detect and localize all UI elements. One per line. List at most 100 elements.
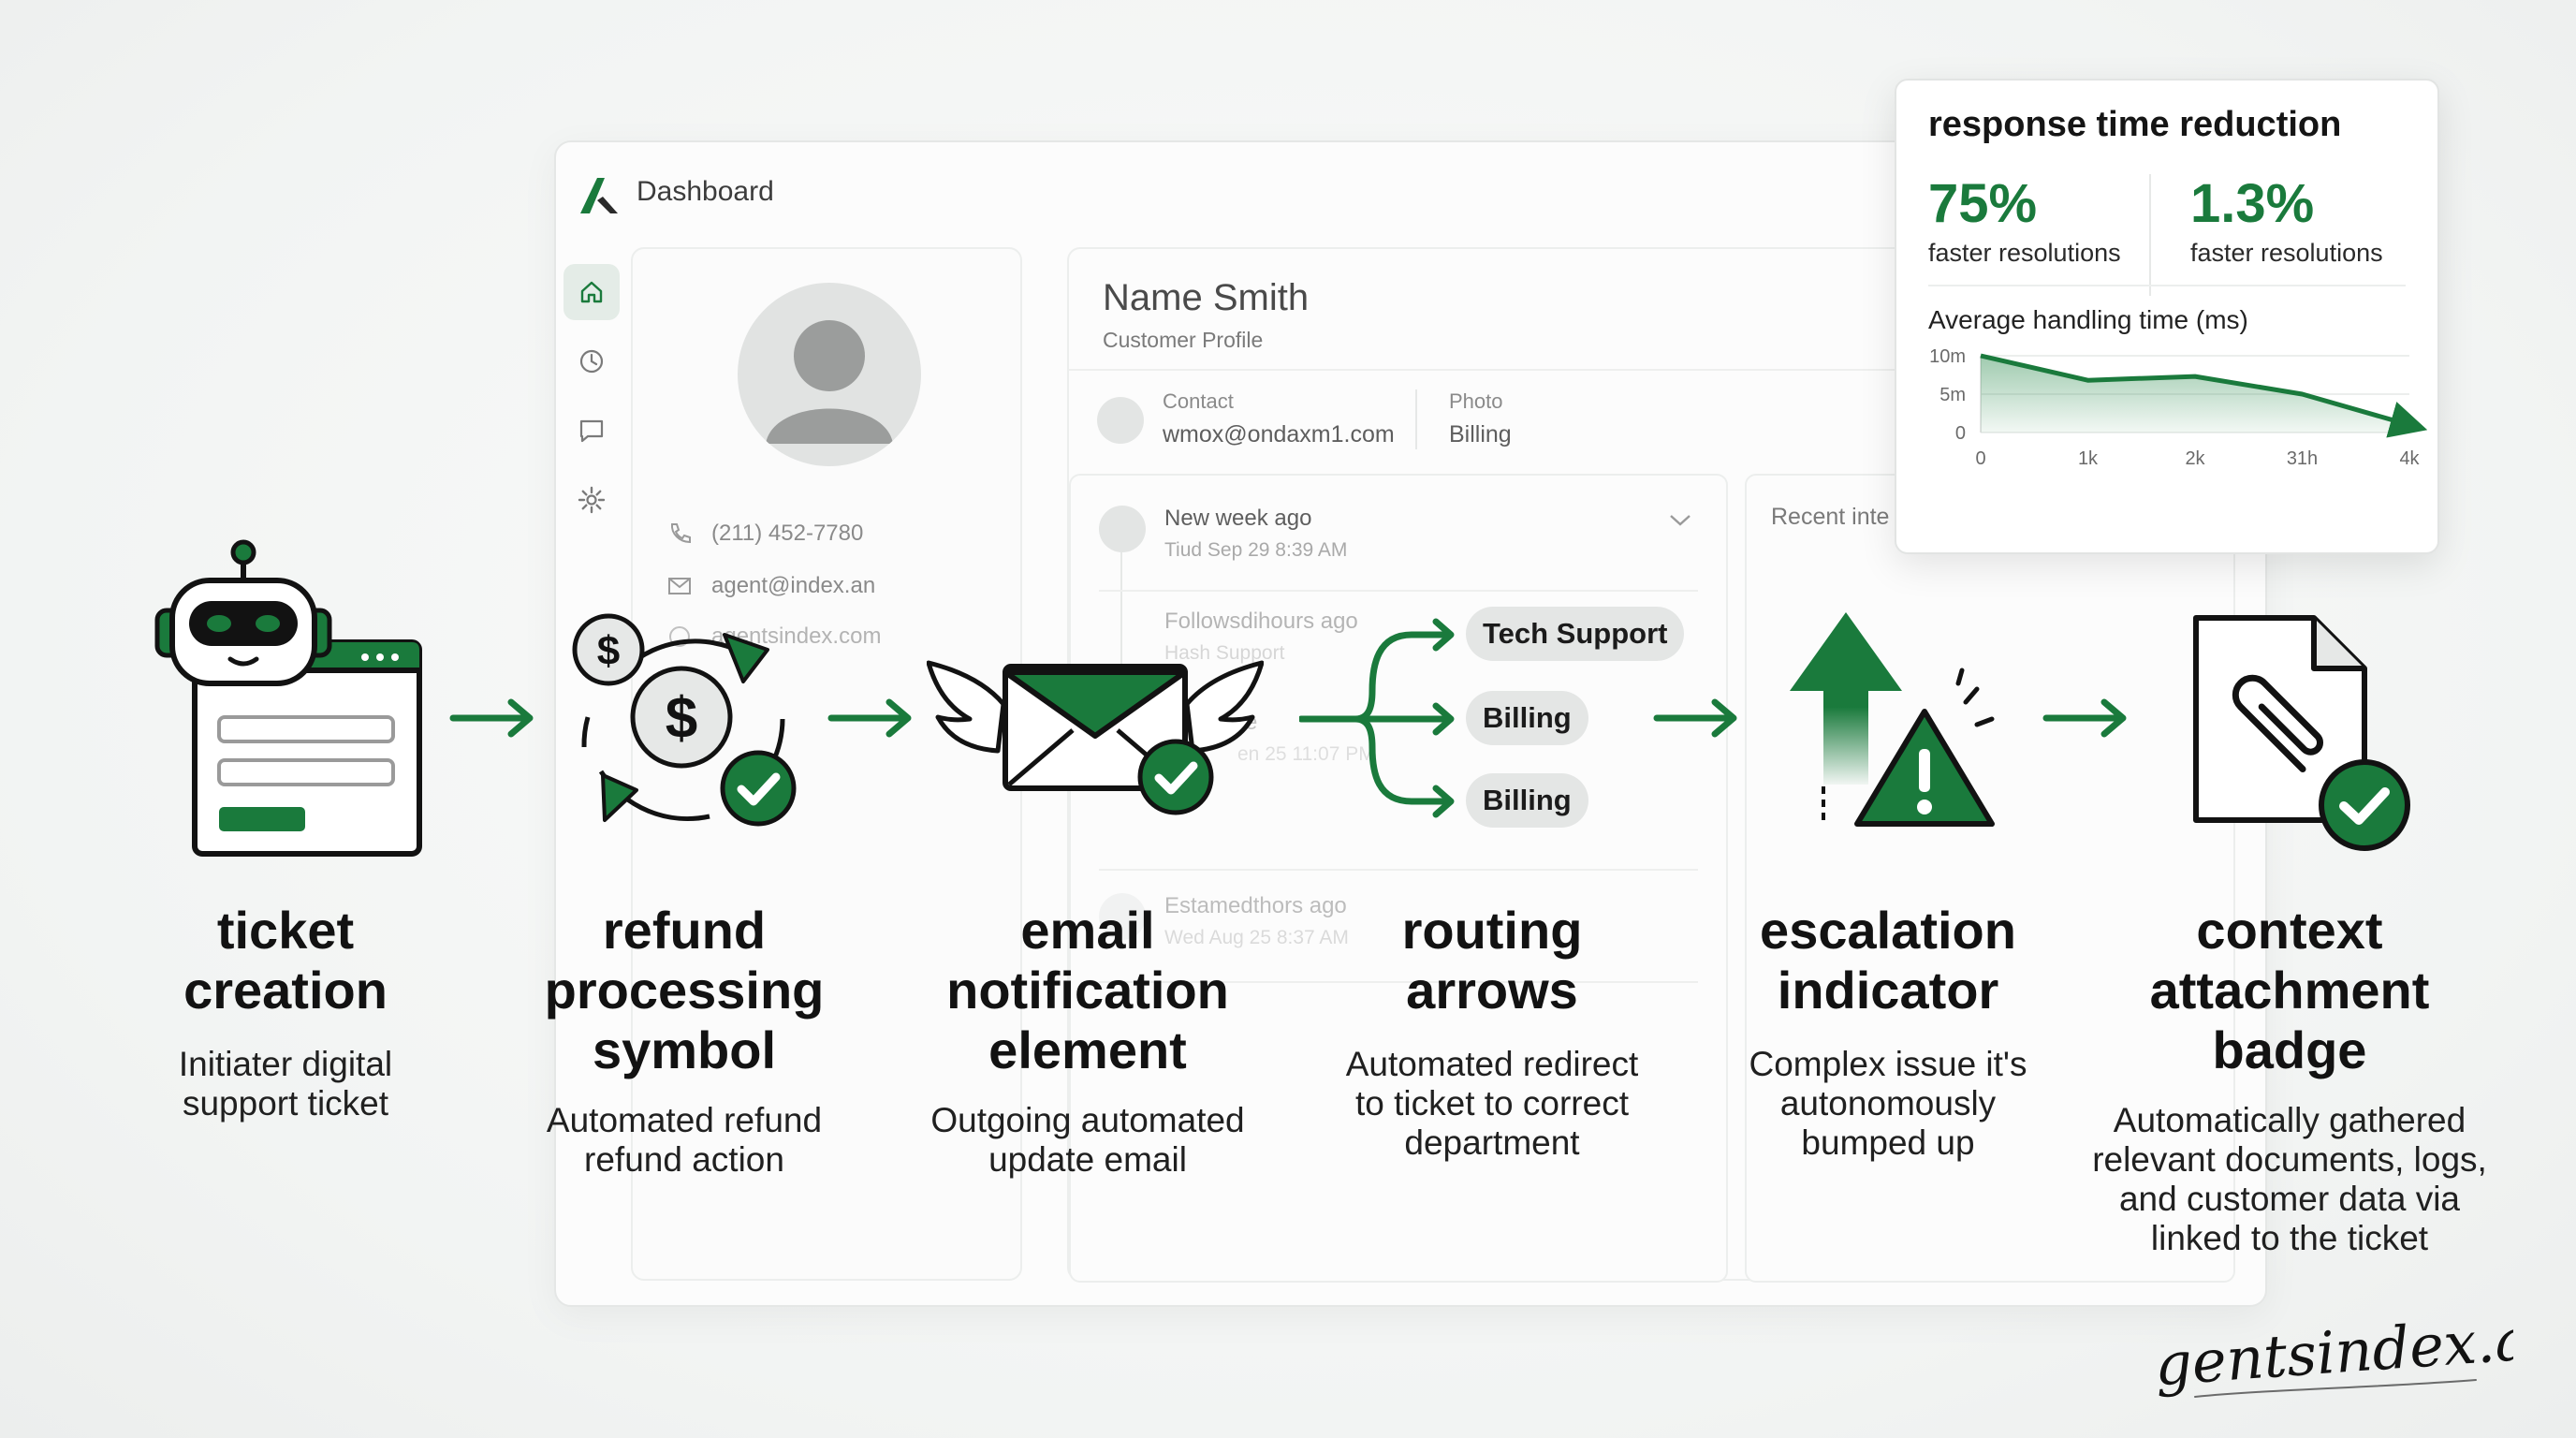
contact-value: wmox@ondaxm1.com: [1163, 421, 1395, 448]
y-tick-label: 0: [1955, 423, 1966, 444]
customer-subtitle: Customer Profile: [1103, 328, 1264, 352]
robot-ticket-icon: [154, 539, 422, 857]
phone-line: (211) 452-7780: [666, 521, 863, 547]
email-address: agent@index.an: [711, 573, 876, 598]
x-tick-label: 1k: [2078, 448, 2099, 469]
feed-title: Followsdihours ago: [1164, 609, 1358, 634]
user-silhouette-icon: [766, 320, 893, 444]
flow-arrow-icon: [827, 698, 912, 738]
chart-area: [1981, 356, 2409, 433]
brand-signature: agentsindex.ai: [2158, 1303, 2513, 1401]
routing-arrows-icon: [1299, 618, 1455, 818]
globe-icon: [669, 626, 690, 647]
photo-label: Photo: [1449, 389, 1503, 413]
route-tag-billing[interactable]: Billing: [1466, 773, 1588, 828]
divider: [1415, 389, 1417, 449]
gear-icon: [578, 486, 606, 514]
handling-time-chart: 0 5m 10m 0 1k 2k 31h 4k: [1929, 346, 2428, 469]
paperclip-icon: [2232, 674, 2323, 772]
metric-2: 1.3% faster resolutions: [2190, 172, 2383, 268]
home-icon: [580, 281, 603, 303]
feed-subtitle: Hash Support: [1164, 642, 1285, 664]
phone-number: (211) 452-7780: [711, 521, 864, 546]
customer-card: Name Smith Customer Profile Contact wmox…: [1067, 247, 2235, 1283]
nav-messages[interactable]: [564, 403, 620, 459]
svg-text:$: $: [666, 686, 697, 751]
feed-item[interactable]: Estamedthors ago Wed Aug 25 8:37 AM: [1099, 893, 1349, 949]
chart-title: Average handling time (ms): [1928, 305, 2248, 334]
app-logo-icon: [580, 178, 618, 213]
route-tag-billing[interactable]: Billing: [1466, 691, 1588, 745]
divider: [1099, 869, 1698, 871]
attachment-document-icon: [2193, 615, 2410, 851]
recent-interactions-card: Recent inte: [1745, 474, 2235, 1283]
x-tick-label: 4k: [2399, 448, 2420, 469]
feed-avatar: [1099, 893, 1146, 940]
nav-settings[interactable]: [564, 472, 620, 528]
chevron-down-icon[interactable]: [1668, 513, 1692, 528]
flow-arrow-icon: [2042, 698, 2127, 738]
refund-cycle-icon: $ $: [572, 613, 797, 827]
metric-label: faster resolutions: [1928, 239, 2121, 267]
route-tag-tech-support[interactable]: Tech Support: [1466, 607, 1685, 661]
recent-label: Recent inte: [1771, 504, 1890, 530]
divider: [1928, 285, 2406, 286]
feed-title: New week ago: [1164, 506, 1312, 531]
dashboard-title: Dashboard: [637, 176, 774, 207]
metric-label: faster resolutions: [2190, 239, 2383, 267]
feed-item[interactable]: New week ago Tiud Sep 29 8:39 AM: [1099, 506, 1347, 562]
feed-subtitle: en 25 11:07 PM: [1237, 743, 1375, 765]
x-tick-label: 2k: [2185, 448, 2205, 469]
y-tick-label: 5m: [1939, 385, 1966, 405]
y-tick-label: 10m: [1929, 346, 1966, 367]
metric-value: 75%: [1928, 173, 2038, 234]
stats-title: response time reduction: [1928, 105, 2342, 144]
contact-avatar: [1097, 397, 1144, 444]
nav-history[interactable]: [564, 333, 620, 389]
contact-label: Contact: [1163, 389, 1234, 413]
mail-icon: [668, 578, 691, 594]
email-line: agent@index.an: [666, 573, 875, 599]
feed-item[interactable]: Followsdihours ago Hash Support: [1099, 609, 1358, 665]
flow-arrow-icon: [1653, 698, 1737, 738]
sidebar-nav: [564, 264, 620, 541]
x-tick-label: 0: [1975, 448, 1985, 469]
chart-x-ticks: 0 1k 2k 31h 4k: [1975, 448, 2420, 469]
feed-subtitle: Tiud Sep 29 8:39 AM: [1164, 539, 1348, 561]
divider: [2149, 174, 2151, 296]
avatar: [738, 283, 921, 466]
phone-icon: [670, 523, 691, 544]
feed-avatar: [1099, 506, 1146, 552]
timeline-line: [1120, 550, 1122, 682]
nav-home[interactable]: [564, 264, 620, 320]
response-time-card: response time reduction 75% faster resol…: [1895, 79, 2439, 554]
escalation-warning-icon: [1790, 612, 1995, 827]
customer-name: Name Smith: [1103, 277, 1310, 318]
winged-email-icon: [927, 660, 1264, 815]
divider: [1099, 981, 1698, 983]
svg-text:agentsindex.ai: agentsindex.ai: [2158, 1303, 2513, 1401]
x-tick-label: 31h: [2287, 448, 2318, 469]
photo-value: Billing: [1449, 421, 1512, 448]
divider: [1099, 590, 1698, 592]
metric-1: 75% faster resolutions: [1928, 172, 2121, 268]
flow-arrow-icon: [449, 698, 534, 738]
metric-value: 1.3%: [2190, 173, 2315, 234]
svg-text:$: $: [597, 628, 620, 674]
clock-icon: [579, 349, 604, 374]
feed-subtitle: Wed Aug 25 8:37 AM: [1164, 927, 1349, 948]
divider: [1069, 369, 1911, 371]
chart-line: [1980, 353, 2428, 438]
